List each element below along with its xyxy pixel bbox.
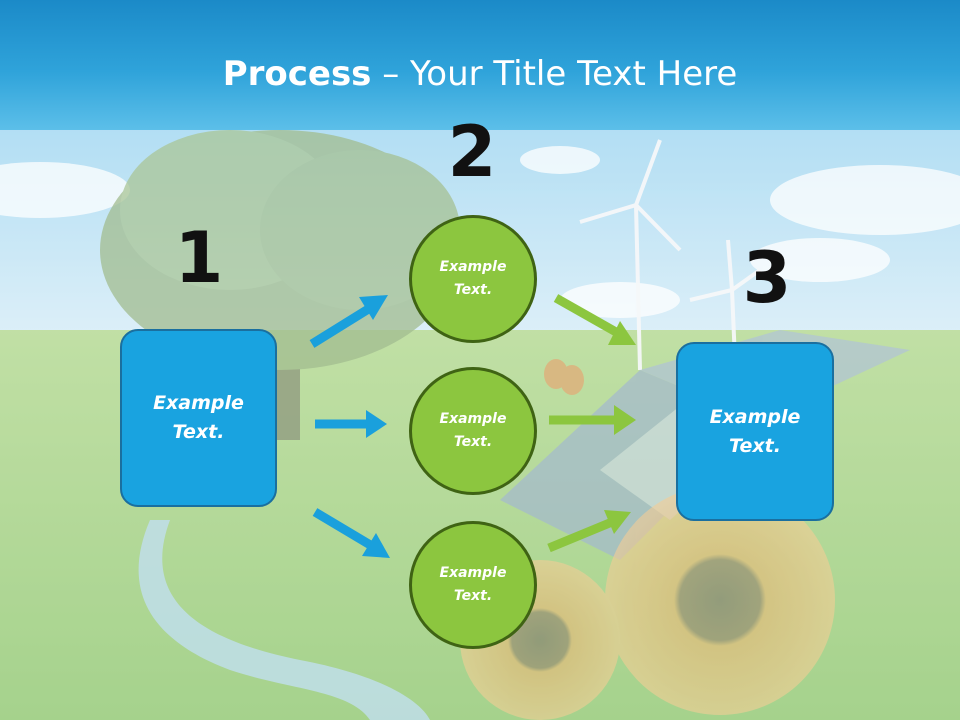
source-box[interactable]: Example Text. <box>120 329 277 507</box>
arrow-bottom-to-target <box>547 510 631 553</box>
circle-bottom[interactable]: Example Text. <box>409 521 537 649</box>
target-box-text: Example Text. <box>709 405 801 457</box>
step-number-3: 3 <box>742 237 792 319</box>
circle-top-text: Example Text. <box>439 259 507 298</box>
step-number-2: 2 <box>447 111 497 193</box>
arrow-center-to-target <box>549 405 636 435</box>
title-band <box>0 0 960 130</box>
arrow-source-to-top <box>309 295 388 348</box>
slide-title: Process – Your Title Text Here <box>0 52 960 96</box>
step-number-1: 1 <box>174 217 224 299</box>
arrow-top-to-target <box>553 294 636 345</box>
circle-top[interactable]: Example Text. <box>409 215 537 343</box>
arrow-source-to-center <box>315 410 387 438</box>
title-rest: – Your Title Text Here <box>371 54 738 94</box>
title-bold: Process <box>222 54 372 94</box>
arrow-source-to-bottom <box>312 508 390 558</box>
circle-bottom-text: Example Text. <box>439 565 507 604</box>
circle-center-text: Example Text. <box>439 411 507 450</box>
target-box[interactable]: Example Text. <box>676 342 834 521</box>
source-box-text: Example Text. <box>153 392 244 443</box>
circle-center[interactable]: Example Text. <box>409 367 537 495</box>
